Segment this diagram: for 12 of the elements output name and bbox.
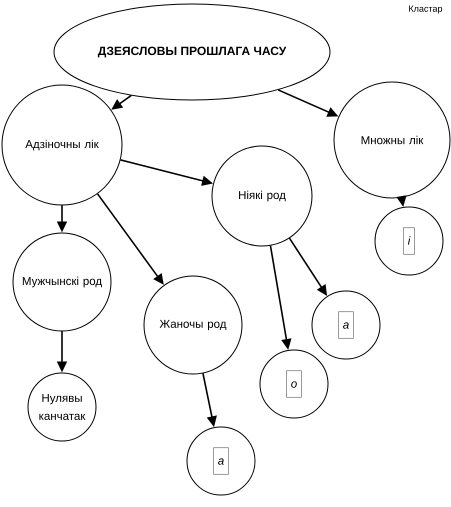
circle-node: а <box>312 290 380 360</box>
caption-label: Кластар <box>409 6 442 14</box>
circle-node: а <box>186 426 256 496</box>
circle-node: Нулявы канчатак <box>28 372 96 442</box>
circle-node: Жаночы род <box>144 276 242 374</box>
circle-node: Адзіночны лік <box>2 84 122 206</box>
circle-node: о <box>260 350 328 418</box>
circle-node: Множны лік <box>334 82 450 198</box>
circle-node: Ніякі род <box>212 146 312 246</box>
circle-node: Мужчынскі род <box>12 232 112 332</box>
ellipse-node: ДЗЕЯСЛОВЫ ПРОШЛАГА ЧАСУ <box>54 4 330 100</box>
circle-node: і <box>374 206 444 276</box>
